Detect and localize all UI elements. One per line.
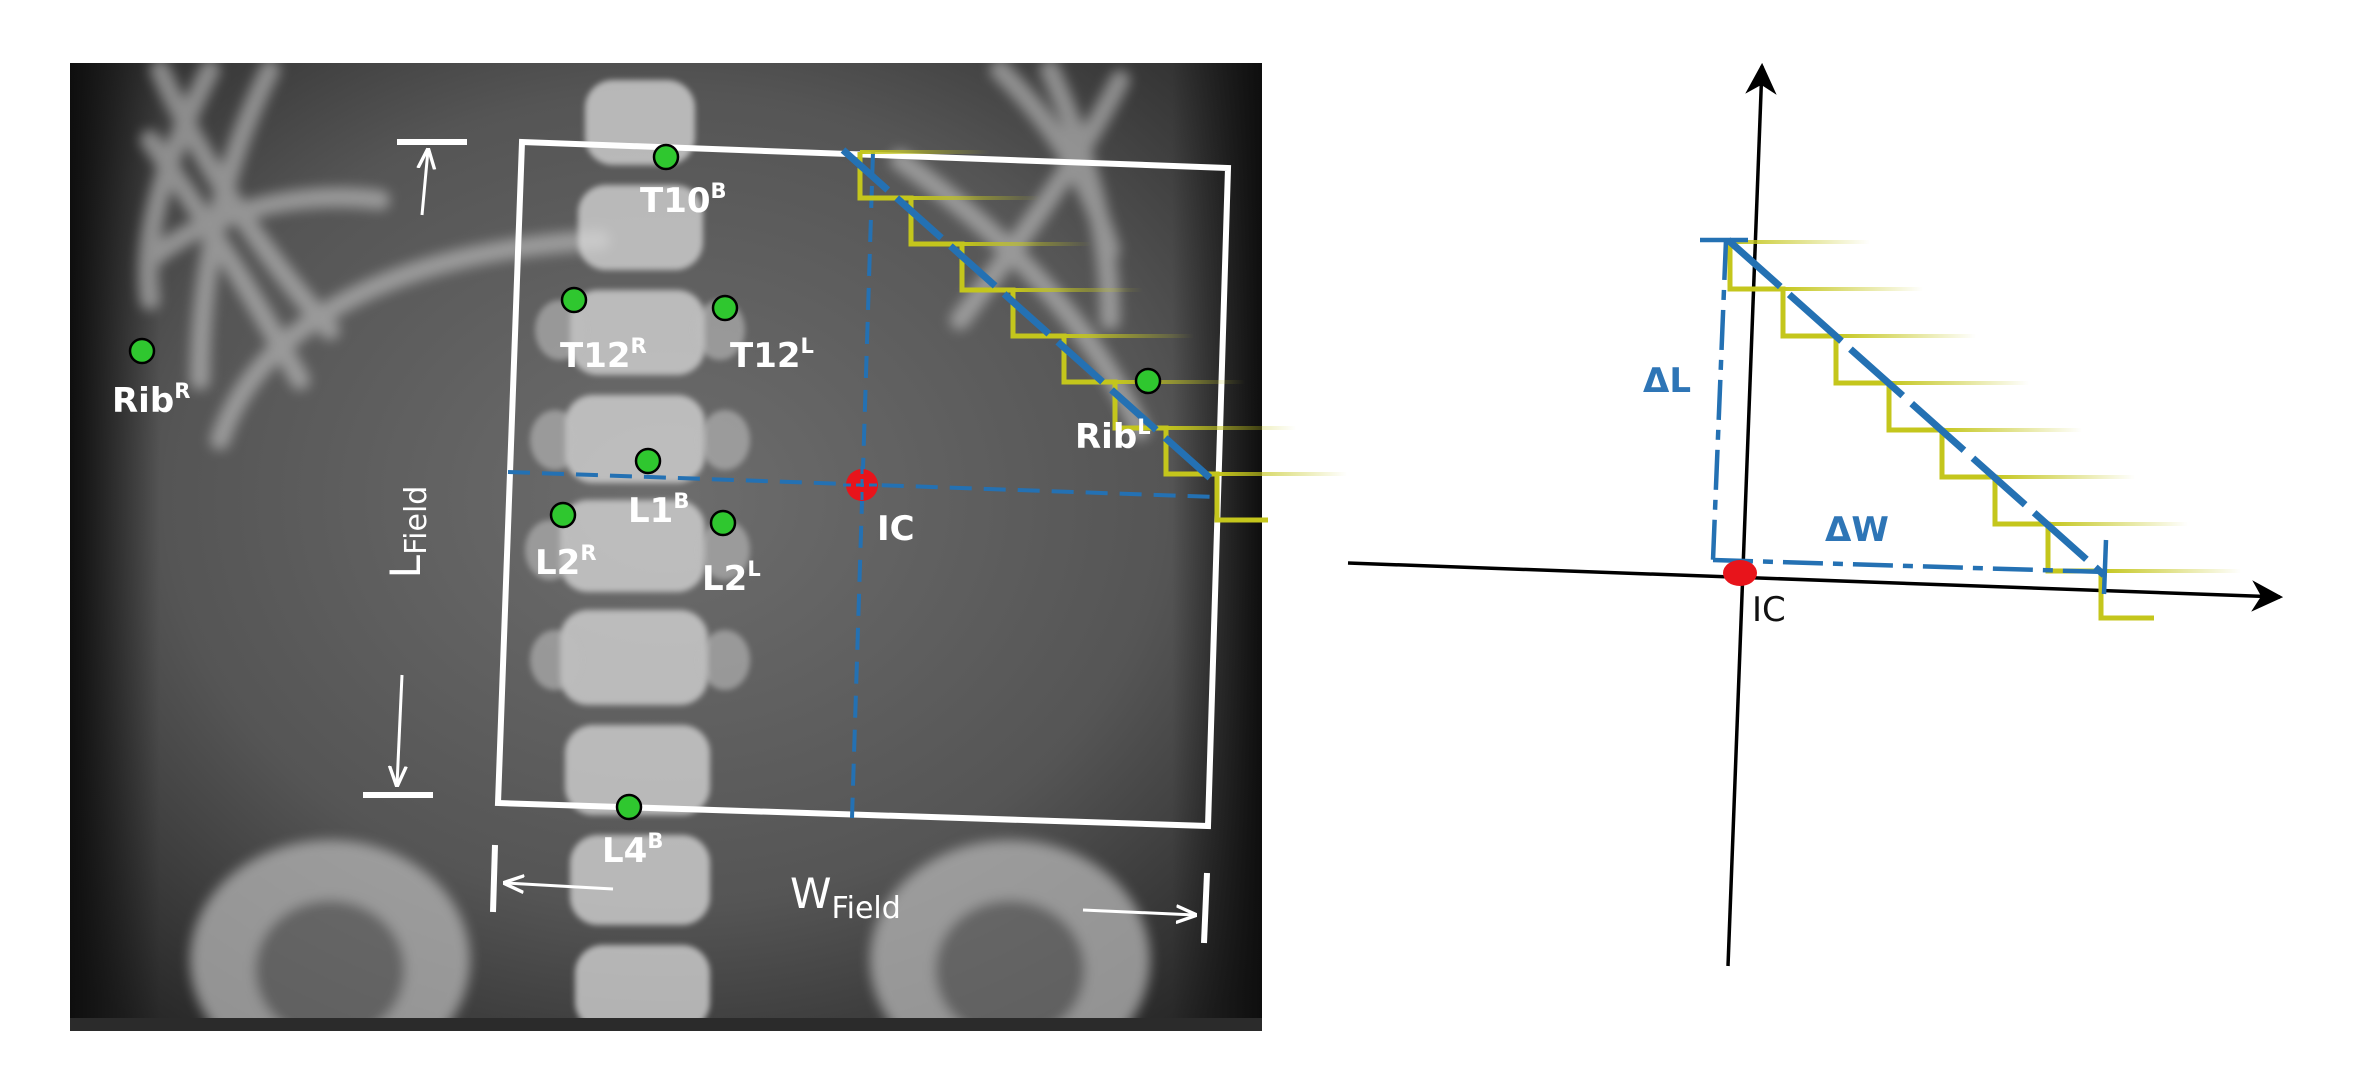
svg-text:L1B: L1B (628, 489, 689, 531)
landmark-t12l: T12L (711, 294, 814, 376)
horizontal-axis (1347, 561, 2284, 612)
field-vertical-axis (850, 151, 875, 819)
landmark-l1b: L1B (628, 447, 689, 531)
isocenter-xray (843, 466, 881, 504)
xray-leaf-5 (1064, 334, 1194, 338)
schematic-leaf-4 (1889, 381, 2029, 385)
pelvis-shading (190, 840, 1150, 1031)
landmarks: T10B T12R T12L RibR RibL L1B L2R L2L (112, 143, 1162, 871)
width-field-label: WField (790, 869, 901, 926)
svg-text:T10B: T10B (640, 179, 727, 221)
width-field-base: W (790, 869, 832, 918)
svg-text:T12R: T12R (560, 334, 647, 376)
landmark-t12r: T12R (560, 286, 647, 376)
svg-text:RibR: RibR (112, 379, 190, 421)
delta-w-right-tick (2101, 539, 2109, 595)
schematic-leaf-2 (1783, 287, 1923, 291)
schematic-leaf-6 (1995, 475, 2135, 479)
xray-leaf-8 (1217, 472, 1347, 476)
xray-leaf-1 (860, 150, 990, 154)
isocenter-label-schematic: IC (1752, 590, 1786, 630)
collimator-leaves-xray (857, 150, 1347, 523)
schematic-leaf-1 (1730, 240, 1870, 244)
delta-l-line (1710, 239, 1729, 561)
landmark-l2l: L2L (702, 509, 761, 599)
schematic-leaf-5 (1942, 428, 2082, 432)
schematic-panel: ΔL ΔW IC (1347, 62, 2284, 967)
isocenter-schematic (1723, 560, 1757, 586)
landmark-l2r: L2R (535, 501, 597, 583)
svg-text:L2L: L2L (702, 557, 761, 599)
ribs-shading (138, 63, 1150, 450)
svg-text:L4B: L4B (602, 829, 663, 871)
landmark-l4b: L4B (602, 793, 663, 871)
radiation-field-outline (494, 138, 1232, 830)
xray-panel (70, 63, 1262, 1031)
width-field-sub: Field (832, 891, 901, 926)
schematic-leaf-8 (2101, 569, 2241, 573)
svg-text:RibL: RibL (1075, 415, 1151, 457)
delta-w-label: ΔW (1825, 510, 1889, 550)
delta-w-line (1712, 557, 2106, 575)
vertical-axis (1726, 62, 1777, 967)
xray-leaf-2 (911, 196, 1041, 200)
xray-leaf-7 (1166, 426, 1296, 430)
xray-leaf-4 (1013, 288, 1143, 292)
collimator-edge-line-xray (840, 147, 1221, 488)
delta-l-label: ΔL (1643, 361, 1691, 401)
length-field-sub: Field (399, 486, 434, 555)
spine-shading (560, 80, 710, 1030)
schematic-leaf-7 (2048, 522, 2188, 526)
svg-text:T12L: T12L (730, 334, 814, 376)
landmark-ribl: RibL (1075, 367, 1162, 457)
length-field-base: L (381, 554, 430, 578)
xray-bottom-border (70, 1018, 1262, 1031)
landmark-t10b: T10B (640, 143, 727, 221)
isocenter-label-xray: IC (877, 509, 915, 549)
landmark-ribr: RibR (112, 337, 190, 421)
xray-leaf-3 (962, 242, 1092, 246)
width-dimension (490, 844, 1210, 944)
length-field-label: LField (381, 486, 434, 579)
xray-staircase (857, 152, 1268, 523)
length-dimension (363, 139, 467, 798)
collimator-edge-line-schematic (1725, 237, 2107, 578)
schematic-leaf-3 (1836, 334, 1976, 338)
svg-text:L2R: L2R (535, 541, 597, 583)
xray-leaf-6 (1115, 380, 1245, 384)
